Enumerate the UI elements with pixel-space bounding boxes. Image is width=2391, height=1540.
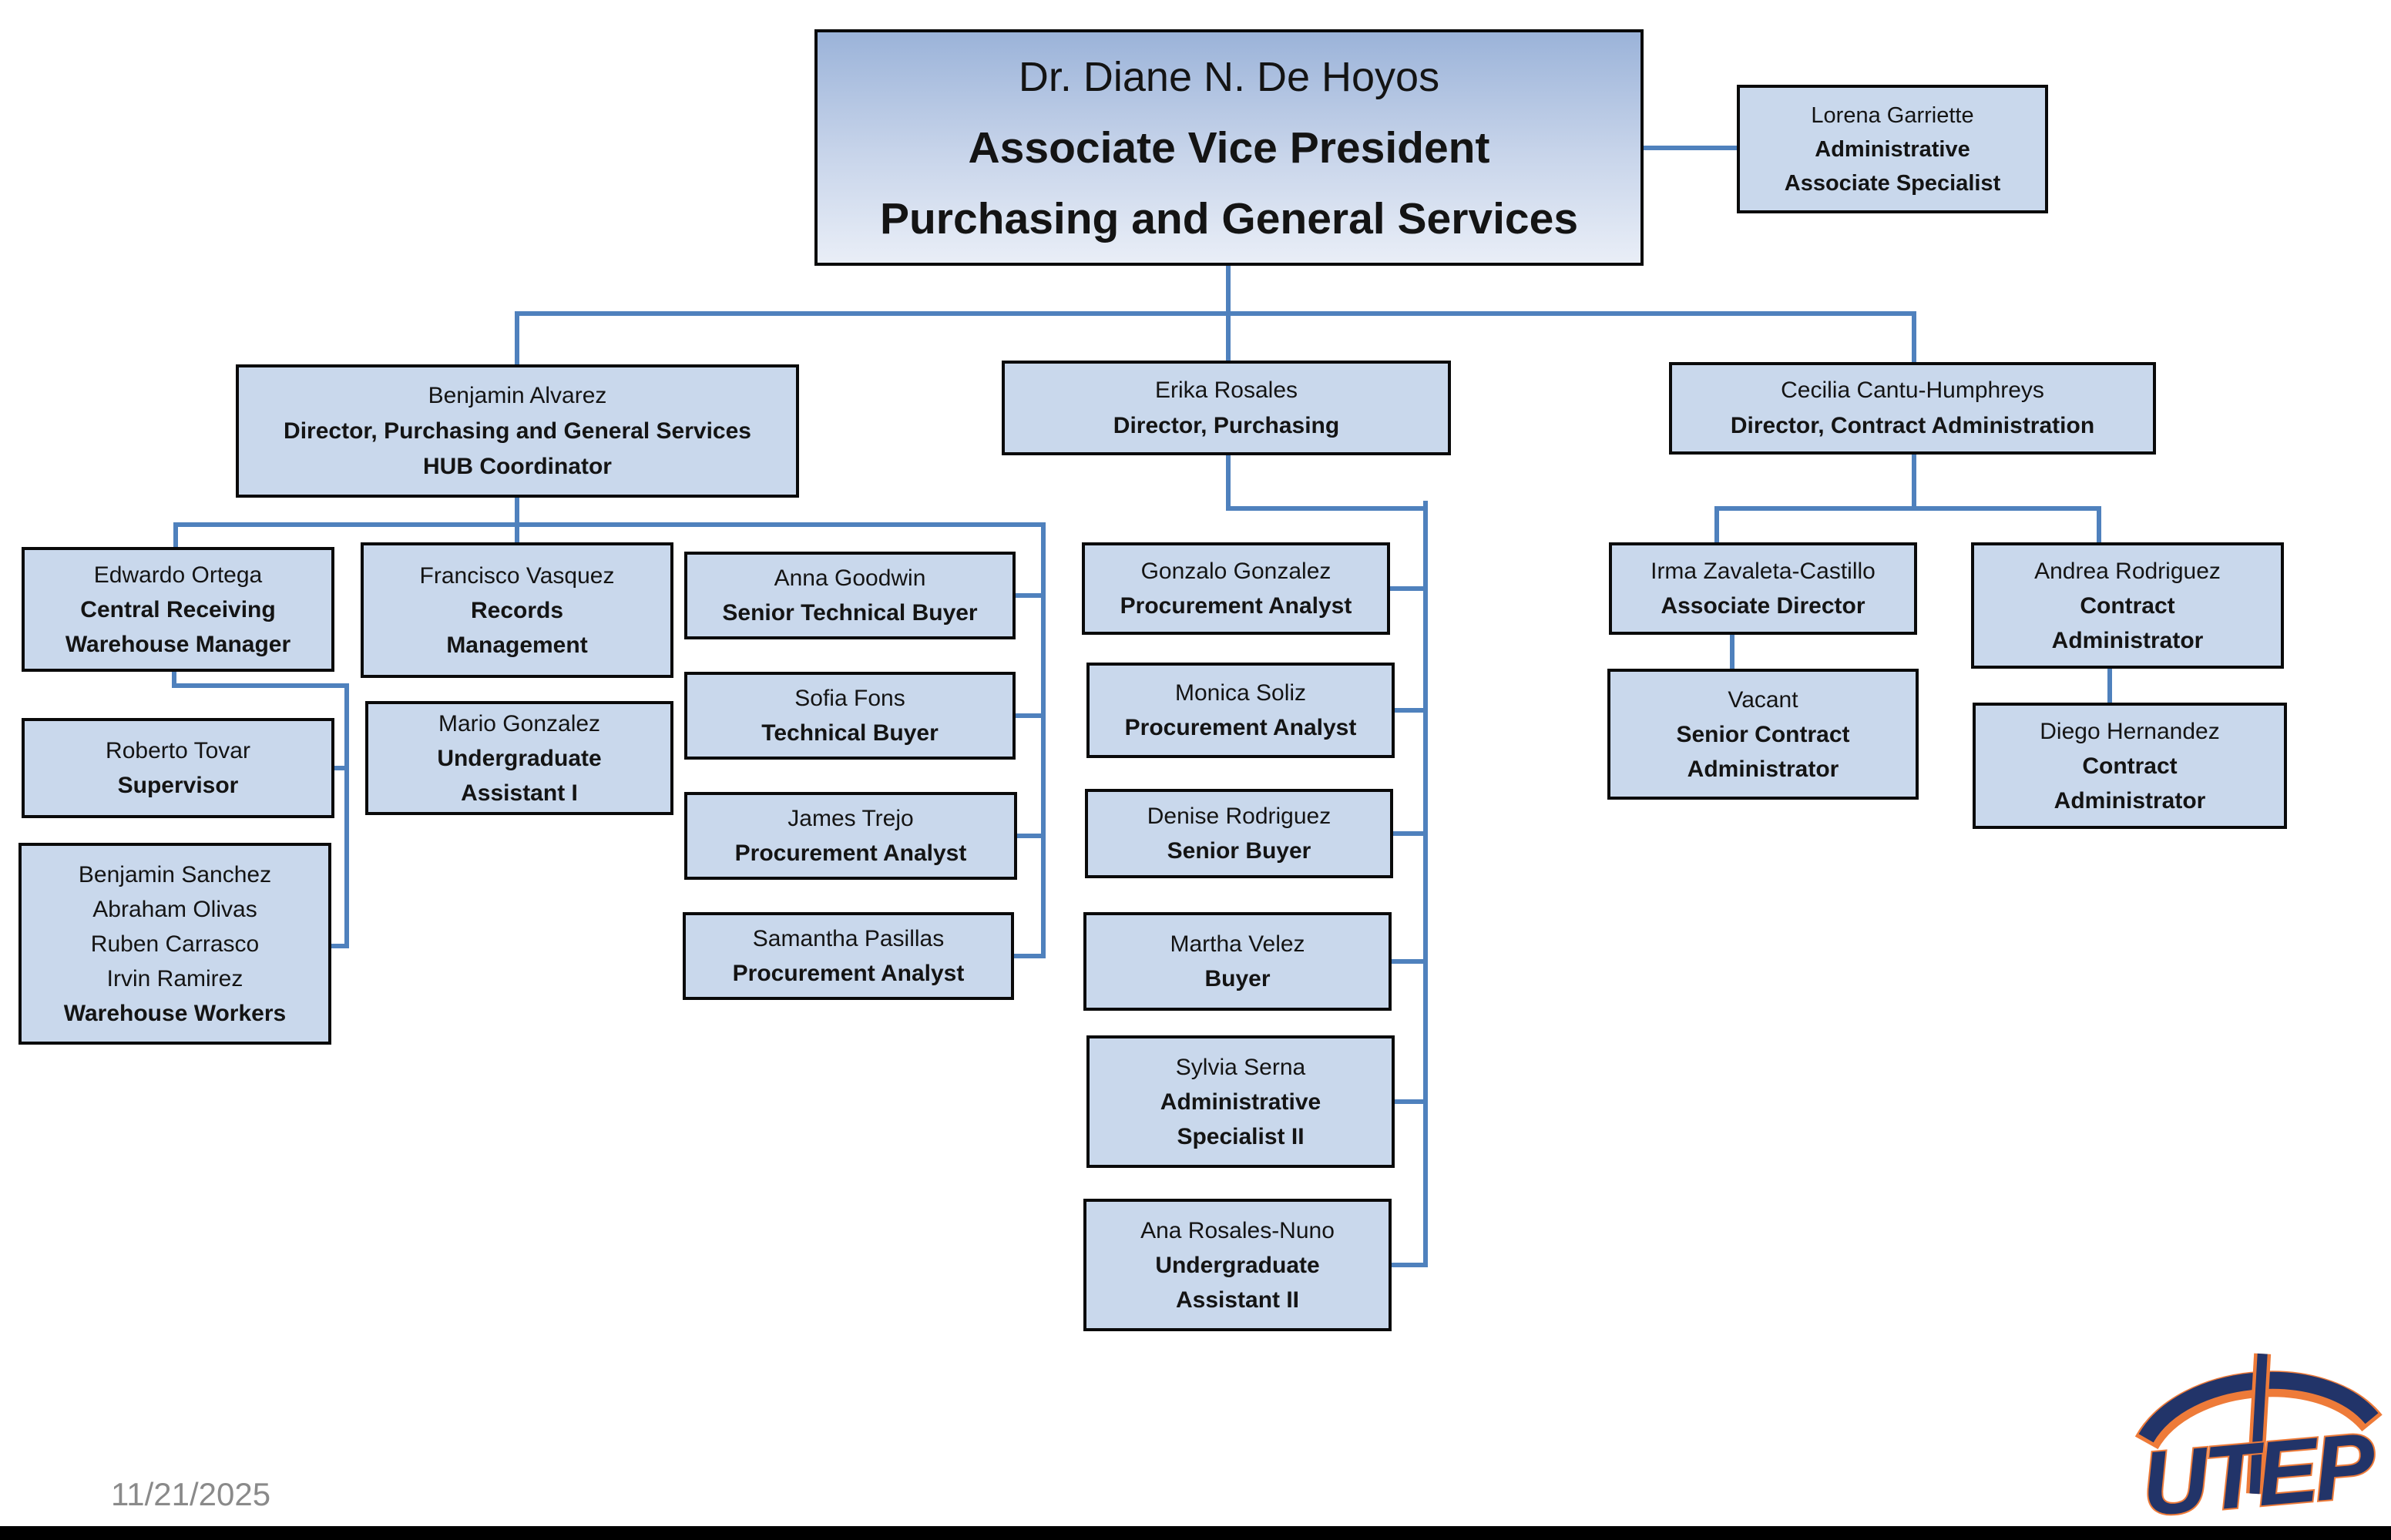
person-name: Cecilia Cantu-Humphreys — [1781, 377, 2044, 403]
person-title: Buyer — [1204, 966, 1271, 991]
org-box-monica-soliz: Monica Soliz Procurement Analyst — [1086, 663, 1395, 758]
person-name: Lorena Garriette — [1811, 102, 1974, 128]
person-name: Mario Gonzalez — [438, 710, 601, 736]
person-name: Anna Goodwin — [774, 565, 926, 591]
person-title: Assistant I — [461, 780, 578, 806]
person-name: Benjamin Sanchez — [78, 861, 272, 887]
person-title: Administrator — [1687, 756, 1839, 782]
person-title: Warehouse Manager — [65, 631, 291, 657]
org-box-vacant-senior-contract-administrator: Vacant Senior Contract Administrator — [1607, 669, 1919, 800]
person-name: Vacant — [1728, 686, 1798, 713]
person-title: Director, Purchasing — [1113, 412, 1340, 438]
person-title: Senior Contract — [1676, 721, 1850, 747]
person-title: Associate Vice President — [968, 122, 1490, 173]
person-title: Warehouse Workers — [63, 1000, 287, 1026]
org-box-ana-rosales-nuno: Ana Rosales-Nuno Undergraduate Assistant… — [1083, 1199, 1392, 1331]
person-title: Contract — [2080, 592, 2175, 619]
person-title: Senior Technical Buyer — [722, 600, 978, 626]
person-title: Administrative — [1160, 1089, 1321, 1115]
bottom-bar — [0, 1526, 2391, 1540]
person-title: Procurement Analyst — [732, 961, 965, 986]
person-title: Records — [470, 597, 564, 623]
person-name: Roberto Tovar — [106, 738, 250, 763]
date-label: 11/21/2025 — [111, 1476, 271, 1512]
person-title: Specialist II — [1177, 1123, 1305, 1149]
person-name: Irma Zavaleta-Castillo — [1651, 559, 1876, 584]
org-box-roberto-tovar: Roberto Tovar Supervisor — [22, 718, 334, 818]
org-box-sylvia-serna: Sylvia Serna Administrative Specialist I… — [1086, 1035, 1395, 1168]
person-name: Francisco Vasquez — [419, 562, 615, 589]
person-title: Assistant II — [1175, 1287, 1300, 1313]
person-title: Supervisor — [117, 773, 239, 798]
person-name: Denise Rodriguez — [1147, 804, 1332, 829]
person-title: Associate Director — [1661, 593, 1865, 619]
person-name: Gonzalo Gonzalez — [1140, 559, 1332, 584]
org-box-lorena: Lorena Garriette Administrative Associat… — [1737, 85, 2048, 213]
person-name: Edwardo Ortega — [93, 562, 263, 588]
person-name: Samantha Pasillas — [752, 926, 945, 951]
org-box-benjamin-alvarez: Benjamin Alvarez Director, Purchasing an… — [236, 364, 799, 498]
person-name: Abraham Olivas — [92, 896, 257, 922]
org-box-martha-velez: Martha Velez Buyer — [1083, 912, 1392, 1011]
logo-text: UTEP — [2138, 1414, 2379, 1535]
person-title: Senior Buyer — [1167, 838, 1311, 864]
org-box-mario-gonzalez: Mario Gonzalez Undergraduate Assistant I — [365, 701, 673, 815]
org-box-irma-zavaleta-castillo: Irma Zavaleta-Castillo Associate Directo… — [1609, 542, 1917, 635]
person-title: Management — [446, 632, 588, 658]
person-name: Sofia Fons — [794, 686, 905, 711]
person-name: Martha Velez — [1170, 931, 1305, 957]
org-box-cecilia-cantu-humphreys: Cecilia Cantu-Humphreys Director, Contra… — [1669, 362, 2156, 455]
person-title: Procurement Analyst — [1124, 715, 1357, 740]
org-box-james-trejo: James Trejo Procurement Analyst — [684, 792, 1017, 880]
person-title: Procurement Analyst — [734, 840, 967, 866]
org-box-andrea-rodriguez: Andrea Rodriguez Contract Administrator — [1971, 542, 2284, 669]
person-name: Erika Rosales — [1154, 377, 1298, 403]
pickaxe-handle — [2249, 1353, 2268, 1495]
person-name: Dr. Diane N. De Hoyos — [1018, 53, 1440, 100]
org-box-diego-hernandez: Diego Hernandez Contract Administrator — [1973, 703, 2287, 829]
person-title: Administrative — [1815, 136, 1970, 162]
person-name: Andrea Rodriguez — [2034, 558, 2221, 584]
org-box-gonzalo-gonzalez: Gonzalo Gonzalez Procurement Analyst — [1082, 542, 1390, 635]
org-box-sofia-fons: Sofia Fons Technical Buyer — [684, 672, 1016, 760]
person-name: Sylvia Serna — [1175, 1054, 1306, 1080]
person-title: Undergraduate — [1155, 1252, 1320, 1278]
org-box-denise-rodriguez: Denise Rodriguez Senior Buyer — [1085, 789, 1393, 878]
person-name: Monica Soliz — [1174, 680, 1307, 706]
person-title: Procurement Analyst — [1120, 593, 1352, 619]
org-box-anna-goodwin: Anna Goodwin Senior Technical Buyer — [684, 552, 1016, 639]
person-title: Central Receiving — [80, 596, 276, 622]
person-title: Purchasing and General Services — [879, 193, 1579, 243]
person-title: Administrator — [2054, 787, 2206, 814]
org-box-avp: Dr. Diane N. De Hoyos Associate Vice Pre… — [814, 29, 1644, 266]
person-title: Associate Specialist — [1784, 170, 2001, 196]
person-title: Technical Buyer — [761, 720, 939, 746]
person-title: Contract — [2082, 753, 2178, 779]
person-name: Ruben Carrasco — [90, 931, 260, 957]
org-box-samantha-pasillas: Samantha Pasillas Procurement Analyst — [683, 912, 1014, 1000]
person-name: James Trejo — [787, 806, 914, 831]
utep-logo: UTEP — [2134, 1353, 2383, 1537]
person-title: Director, Contract Administration — [1730, 413, 2095, 438]
person-name: Ana Rosales-Nuno — [1140, 1217, 1335, 1243]
person-title: Undergraduate — [437, 745, 602, 771]
org-box-francisco-vasquez: Francisco Vasquez Records Management — [361, 542, 673, 678]
person-name: Irvin Ramirez — [106, 965, 243, 991]
org-box-warehouse-workers: Benjamin Sanchez Abraham Olivas Ruben Ca… — [18, 843, 331, 1045]
org-box-edwardo-ortega: Edwardo Ortega Central Receiving Warehou… — [22, 547, 334, 672]
person-title: Director, Purchasing and General Service… — [284, 418, 751, 444]
person-name: Diego Hernandez — [2040, 718, 2220, 744]
person-name: Benjamin Alvarez — [428, 382, 607, 408]
person-title: Administrator — [2051, 627, 2204, 653]
person-title: HUB Coordinator — [423, 453, 612, 479]
org-box-erika-rosales: Erika Rosales Director, Purchasing — [1002, 361, 1451, 455]
